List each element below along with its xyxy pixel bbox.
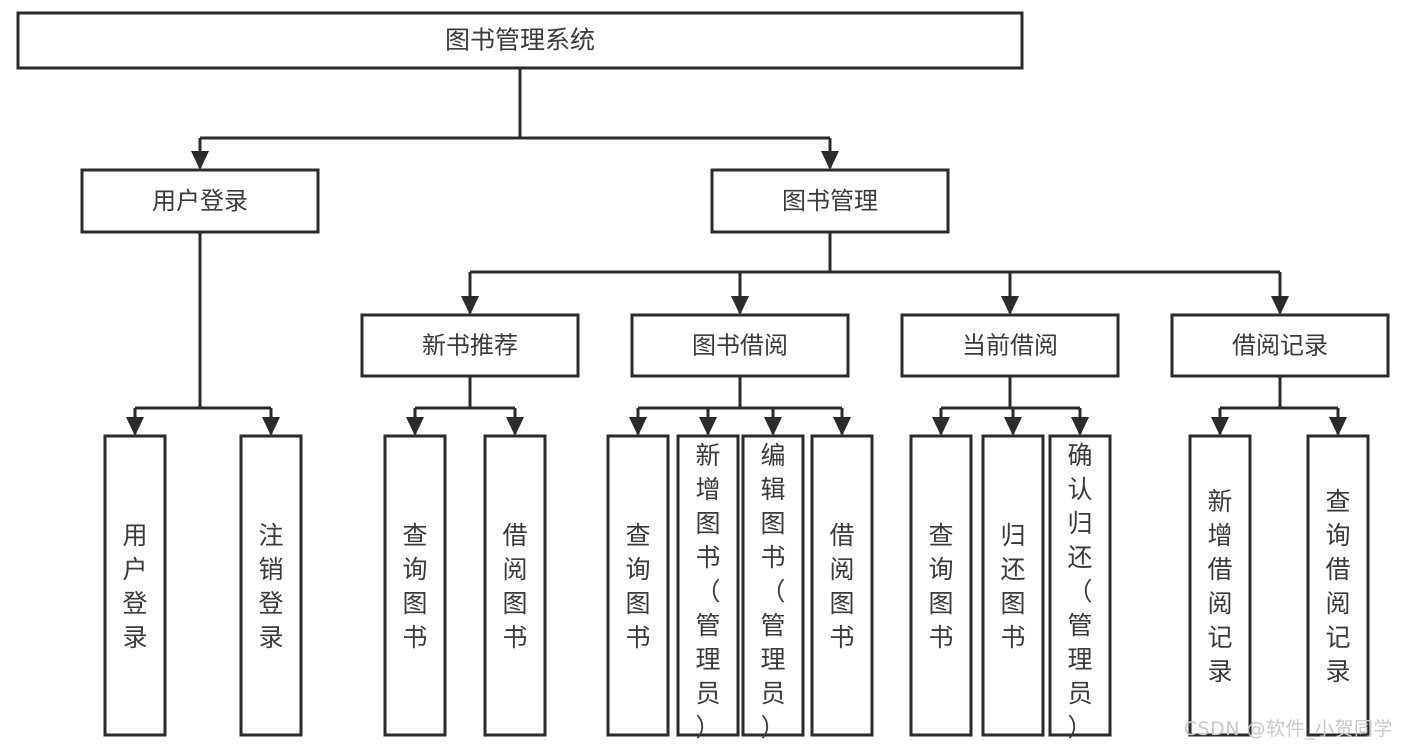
node-label-leaf-user-login: 用户登录 [122,521,147,652]
node-box-leaf-query-record[interactable] [1306,434,1370,737]
node-leaf-query-record[interactable]: 查询借阅记录 [1306,434,1370,737]
node-label-leaf-query-book-3: 查询图书 [928,521,953,652]
arrow-head-icon-leaf-borrow-book-1 [506,417,524,436]
node-label-leaf-edit-book: 编辑图书（管理员） [760,441,785,742]
arrow-head-icon-user-login [191,151,209,170]
node-box-leaf-borrow-book-2[interactable] [810,434,874,737]
node-leaf-query-book-2[interactable]: 查询图书 [606,434,670,737]
arrow-head-icon-leaf-query-record [1329,417,1347,436]
node-leaf-query-book-1[interactable]: 查询图书 [383,434,447,737]
arrow-head-icon-leaf-return-book [1004,417,1022,436]
arrow-head-icon-leaf-confirm-return [1071,417,1089,436]
node-leaf-borrow-book-1[interactable]: 借阅图书 [483,434,547,737]
arrow-head-icon-leaf-add-record [1211,417,1229,436]
node-label-leaf-borrow-book-2: 借阅图书 [829,521,854,652]
arrow-head-icon-borrow-record [1271,296,1289,315]
node-leaf-add-record[interactable]: 新增借阅记录 [1188,434,1252,737]
node-box-leaf-confirm-return[interactable] [1048,434,1112,737]
node-box-borrow-record[interactable] [1170,313,1390,378]
node-box-leaf-query-book-1[interactable] [383,434,447,737]
node-box-leaf-query-book-3[interactable] [909,434,973,737]
node-borrow-record[interactable]: 借阅记录 [1170,313,1390,378]
arrow-head-icon-leaf-logout-login [262,417,280,436]
node-leaf-return-book[interactable]: 归还图书 [981,434,1045,737]
arrow-head-icon-leaf-add-book [699,417,717,436]
node-book-manage[interactable]: 图书管理 [710,168,950,234]
node-box-current-borrow[interactable] [900,313,1120,378]
arrow-head-icon-leaf-edit-book [764,417,782,436]
node-label-leaf-add-record: 新增借阅记录 [1207,487,1232,686]
node-box-user-login[interactable] [80,168,320,234]
node-label-leaf-confirm-return: 确认归还（管理员） [1067,441,1092,742]
node-label-leaf-query-book-2: 查询图书 [625,521,650,652]
node-leaf-user-login[interactable]: 用户登录 [103,434,167,737]
arrow-head-icon-leaf-query-book-3 [932,417,950,436]
node-label-root: 图书管理系统 [445,26,595,55]
node-leaf-edit-book[interactable]: 编辑图书（管理员） [741,434,805,742]
node-box-leaf-add-record[interactable] [1188,434,1252,737]
node-label-borrow-record: 借阅记录 [1232,332,1328,360]
node-label-current-borrow: 当前借阅 [962,332,1058,360]
arrow-head-icon-new-book-rec [461,296,479,315]
node-leaf-confirm-return[interactable]: 确认归还（管理员） [1048,434,1112,742]
node-box-root[interactable] [16,11,1024,70]
node-box-book-manage[interactable] [710,168,950,234]
node-layer: 图书管理系统用户登录图书管理新书推荐图书借阅当前借阅借阅记录用户登录注销登录查询… [16,11,1390,742]
node-box-leaf-query-book-2[interactable] [606,434,670,737]
node-leaf-add-book[interactable]: 新增图书（管理员） [676,434,740,742]
node-box-leaf-user-login[interactable] [103,434,167,737]
node-root[interactable]: 图书管理系统 [16,11,1024,70]
node-leaf-logout-login[interactable]: 注销登录 [239,434,303,737]
node-label-user-login: 用户登录 [152,187,248,215]
node-label-leaf-logout-login: 注销登录 [258,521,283,652]
node-leaf-query-book-3[interactable]: 查询图书 [909,434,973,737]
node-box-new-book-rec[interactable] [360,313,580,378]
connector-layer [126,68,1347,436]
arrow-head-icon-book-borrow [731,296,749,315]
arrow-head-icon-current-borrow [1001,296,1019,315]
node-user-login[interactable]: 用户登录 [80,168,320,234]
arrow-head-icon-leaf-user-login [126,417,144,436]
node-label-leaf-add-book: 新增图书（管理员） [695,441,720,742]
node-label-leaf-query-record: 查询借阅记录 [1325,487,1350,686]
arrow-head-icon-leaf-borrow-book-2 [833,417,851,436]
node-box-leaf-logout-login[interactable] [239,434,303,737]
node-box-leaf-add-book[interactable] [676,434,740,737]
node-new-book-rec[interactable]: 新书推荐 [360,313,580,378]
node-label-leaf-return-book: 归还图书 [1000,521,1025,652]
node-box-leaf-borrow-book-1[interactable] [483,434,547,737]
node-current-borrow[interactable]: 当前借阅 [900,313,1120,378]
node-box-leaf-return-book[interactable] [981,434,1045,737]
node-label-leaf-borrow-book-1: 借阅图书 [502,521,527,652]
node-book-borrow[interactable]: 图书借阅 [630,313,850,378]
node-label-leaf-query-book-1: 查询图书 [402,521,427,652]
node-label-new-book-rec: 新书推荐 [422,332,518,360]
arrow-head-icon-book-manage [821,151,839,170]
node-leaf-borrow-book-2[interactable]: 借阅图书 [810,434,874,737]
node-label-book-borrow: 图书借阅 [692,332,788,360]
node-box-book-borrow[interactable] [630,313,850,378]
node-label-book-manage: 图书管理 [782,187,878,215]
watermark-text: CSDN @软件_小贺同学 [1183,718,1393,740]
arrow-head-icon-leaf-query-book-2 [629,417,647,436]
node-box-leaf-edit-book[interactable] [741,434,805,737]
arrow-head-icon-leaf-query-book-1 [406,417,424,436]
